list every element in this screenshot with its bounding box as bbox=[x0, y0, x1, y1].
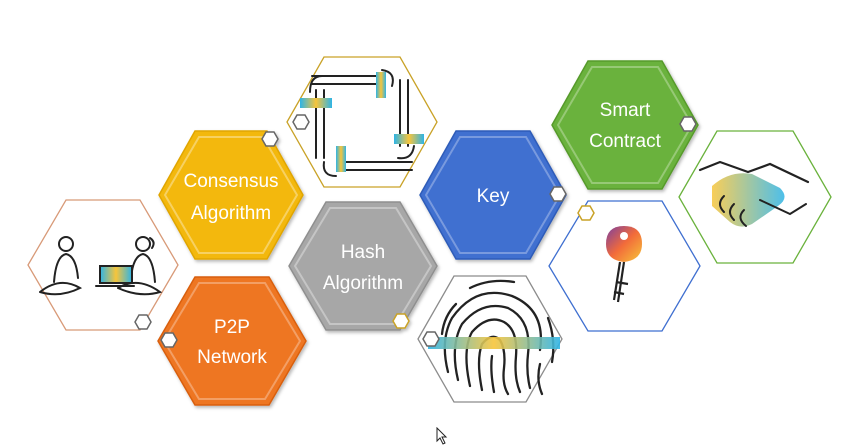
tile-p2p-network: P2P Network bbox=[157, 276, 307, 406]
tile-consensus-algorithm: Consensus Algorithm bbox=[158, 130, 304, 260]
tile-key: Key bbox=[419, 130, 567, 260]
stripe-accent bbox=[376, 72, 386, 98]
tile-smart-contract: Smart Contract bbox=[551, 60, 699, 190]
handshake-icon bbox=[698, 160, 810, 227]
hex-marker-icon bbox=[549, 186, 567, 202]
tile-label-line1: Hash bbox=[341, 242, 385, 263]
tile-label-line2: Algorithm bbox=[323, 273, 403, 294]
hex-marker-icon bbox=[134, 314, 152, 330]
hex-marker-icon bbox=[261, 131, 279, 147]
tile-label-line1: Smart bbox=[600, 100, 651, 121]
tile-label-line1: Key bbox=[477, 186, 510, 207]
stripe-accent bbox=[428, 337, 560, 349]
hex-marker-icon bbox=[679, 116, 697, 132]
icon-tile-hands bbox=[286, 56, 438, 188]
stripe-accent bbox=[394, 134, 424, 144]
icon-tile-fingerprint bbox=[417, 275, 563, 403]
hex-marker-icon bbox=[422, 331, 440, 347]
hex-marker-icon bbox=[292, 114, 310, 130]
tile-label-line1: P2P bbox=[214, 317, 250, 338]
mouse-cursor-icon bbox=[436, 427, 448, 445]
tile-label-line1: Consensus bbox=[183, 171, 278, 192]
key-icon bbox=[606, 226, 642, 303]
stripe-accent bbox=[300, 98, 332, 108]
tile-label-line2: Algorithm bbox=[191, 203, 271, 224]
tile-label-line2: Contract bbox=[589, 131, 662, 152]
tile-label-line2: Network bbox=[197, 347, 267, 368]
icon-tile-handshake bbox=[678, 130, 832, 264]
hex-marker-icon bbox=[160, 332, 178, 348]
icon-tile-people-laptop bbox=[27, 199, 179, 331]
hex-marker-icon bbox=[577, 205, 595, 221]
stripe-accent bbox=[336, 146, 346, 172]
icon-tile-key bbox=[548, 200, 701, 332]
people-laptop-icon bbox=[39, 236, 163, 296]
tile-hash-algorithm: Hash Algorithm bbox=[288, 201, 438, 331]
hex-marker-icon bbox=[392, 313, 410, 329]
